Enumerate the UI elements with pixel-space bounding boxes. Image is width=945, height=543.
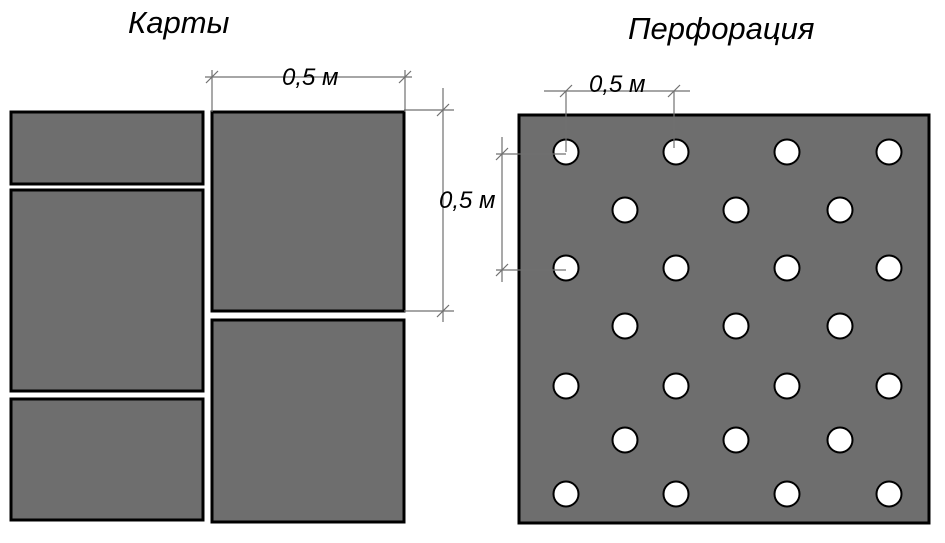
hole	[662, 138, 690, 166]
hole	[826, 196, 854, 224]
card-tile	[9, 110, 205, 186]
hole	[611, 312, 639, 340]
card-tile	[9, 188, 205, 393]
hole	[552, 254, 580, 282]
hole	[875, 138, 903, 166]
hole	[611, 196, 639, 224]
hole	[722, 426, 750, 454]
hole	[662, 254, 690, 282]
dimension-horizontal-perforation	[544, 84, 690, 152]
hole	[826, 312, 854, 340]
hole	[662, 372, 690, 400]
cards-layout	[9, 110, 406, 524]
hole	[552, 480, 580, 508]
hole	[773, 480, 801, 508]
hole	[875, 372, 903, 400]
dim-label-cards-vertical: 0,5 м	[439, 187, 495, 214]
hole	[722, 196, 750, 224]
dim-label-cards-horizontal: 0,5 м	[282, 64, 338, 91]
hole	[611, 426, 639, 454]
hole	[875, 254, 903, 282]
holes	[552, 138, 903, 508]
card-tile	[210, 318, 406, 524]
title-perforation: Перфорация	[628, 11, 815, 46]
hole	[552, 372, 580, 400]
dimension-vertical-cards	[404, 88, 454, 322]
card-tile	[9, 397, 205, 522]
hole	[773, 254, 801, 282]
hole	[826, 426, 854, 454]
hole	[773, 138, 801, 166]
hole	[722, 312, 750, 340]
dimension-horizontal-cards	[205, 70, 412, 112]
dim-label-perforation-horizontal: 0,5 м	[589, 71, 645, 98]
hole	[662, 480, 690, 508]
perforated-panel	[517, 113, 931, 525]
title-cards: Карты	[128, 5, 230, 40]
card-tile	[210, 110, 406, 313]
dimension-vertical-perforation	[495, 137, 566, 282]
hole	[875, 480, 903, 508]
hole	[773, 372, 801, 400]
